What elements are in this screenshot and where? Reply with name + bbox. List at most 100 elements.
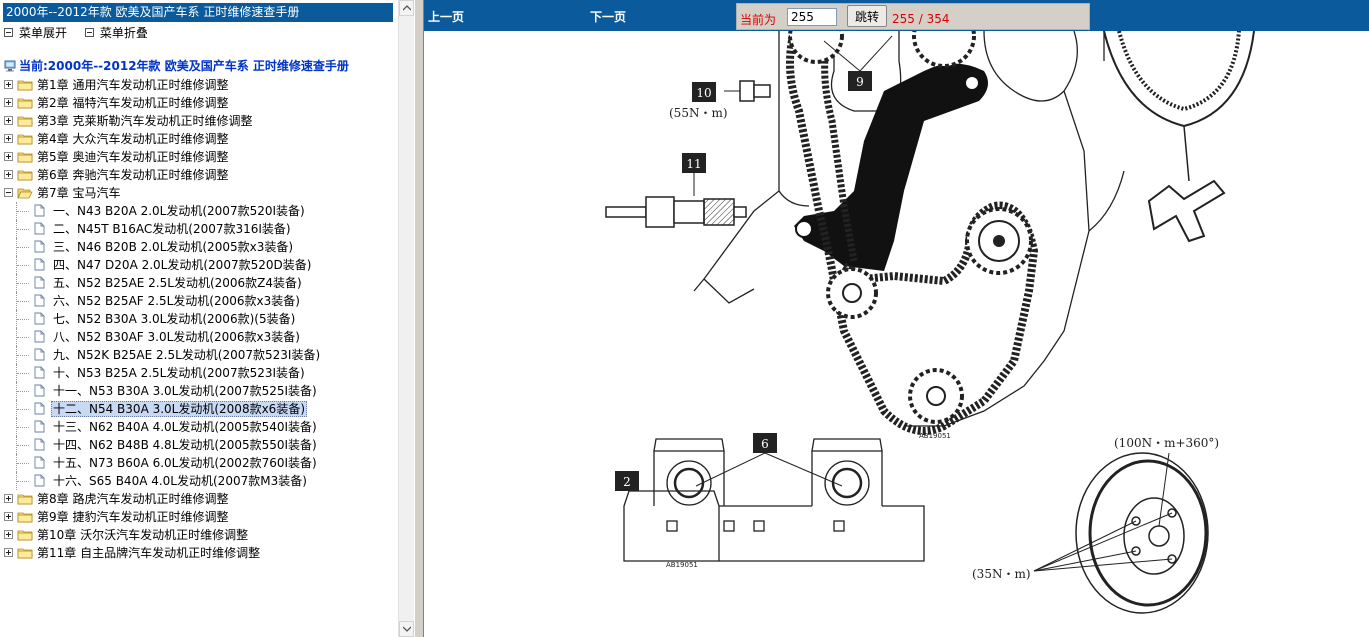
tree-item-label: 十三、N62 B40A 4.0L发动机(2005款540I装备) — [53, 420, 317, 434]
tree-item[interactable]: 五、N52 B25AE 2.5L发动机(2006款Z4装备) — [4, 274, 398, 292]
folder-icon — [17, 494, 33, 504]
document-icon — [34, 294, 45, 307]
tree-item[interactable]: 八、N52 B30AF 3.0L发动机(2006款x3装备) — [4, 328, 398, 346]
tree-item[interactable]: 二、N45T B16AC发动机(2007款316I装备) — [4, 220, 398, 238]
document-icon — [34, 366, 45, 379]
tree-item[interactable]: 十四、N62 B48B 4.8L发动机(2005款550I装备) — [4, 436, 398, 454]
tree-chapter[interactable]: 第5章 奥迪汽车发动机正时维修调整 — [4, 148, 398, 166]
expand-toggle-icon[interactable] — [4, 494, 13, 503]
expand-toggle-icon[interactable] — [4, 548, 13, 557]
tree-item[interactable]: 十一、N53 B30A 3.0L发动机(2007款525I装备) — [4, 382, 398, 400]
tree-chapter[interactable]: 第2章 福特汽车发动机正时维修调整 — [4, 94, 398, 112]
callout-box — [753, 433, 777, 453]
document-icon — [34, 438, 45, 451]
collapse-menu-button[interactable]: 菜单折叠 — [84, 26, 148, 40]
document-icon — [34, 348, 45, 361]
callout-11: 11 — [686, 157, 701, 171]
figure-code: AB19051 — [666, 561, 698, 569]
tree-item[interactable]: 十、N53 B25A 2.5L发动机(2007款523I装备) — [4, 364, 398, 382]
tree-chapter[interactable]: 第6章 奔驰汽车发动机正时维修调整 — [4, 166, 398, 184]
document-icon — [34, 312, 45, 325]
current-location[interactable]: 当前:2000年--2012年款 欧美及国产车系 正时维修速查手册 — [4, 58, 349, 74]
left-panel: 2000年--2012年款 欧美及国产车系 正时维修速查手册 菜单展开 菜单折叠… — [0, 0, 398, 637]
chapter-label: 第4章 大众汽车发动机正时维修调整 — [37, 132, 229, 146]
chapter-label: 第11章 自主品牌汽车发动机正时维修调整 — [37, 546, 261, 560]
tree-item[interactable]: 三、N46 B20B 2.0L发动机(2005款x3装备) — [4, 238, 398, 256]
folder-icon — [17, 152, 33, 162]
tree-item-label: 六、N52 B25AF 2.5L发动机(2006款x3装备) — [53, 294, 300, 308]
tree-item-label: 九、N52K B25AE 2.5L发动机(2007款523I装备) — [53, 348, 321, 362]
tree-chapter[interactable]: 第10章 沃尔沃汽车发动机正时维修调整 — [4, 526, 398, 544]
tree-item[interactable]: 十六、S65 B40A 4.0L发动机(2007款M3装备) — [4, 472, 398, 490]
page-navbar: 上一页 下一页 当前为 跳转 255 / 354 — [424, 0, 1369, 31]
page-number-input[interactable] — [787, 8, 837, 26]
callout-box — [682, 153, 706, 173]
torque-label-55: (55N・m) — [669, 106, 728, 120]
tree-item-label: 十一、N53 B30A 3.0L发动机(2007款525I装备) — [53, 384, 317, 398]
document-icon — [34, 240, 45, 253]
expand-toggle-icon[interactable] — [4, 116, 13, 125]
chevron-down-icon — [403, 626, 411, 632]
next-page-link[interactable]: 下一页 — [590, 10, 627, 24]
expand-menu-button[interactable]: 菜单展开 — [4, 26, 67, 40]
menu-controls: 菜单展开 菜单折叠 — [4, 26, 162, 40]
tree-item[interactable]: 四、N47 D20A 2.0L发动机(2007款520D装备) — [4, 256, 398, 274]
tree-item[interactable]: 六、N52 B25AF 2.5L发动机(2006款x3装备) — [4, 292, 398, 310]
tree-chapter[interactable]: 第4章 大众汽车发动机正时维修调整 — [4, 130, 398, 148]
jump-button[interactable]: 跳转 — [847, 5, 887, 27]
frame-splitter[interactable] — [414, 0, 424, 637]
callout-2: 2 — [623, 475, 631, 489]
tree-item[interactable]: 七、N52 B30A 3.0L发动机(2006款)(5装备) — [4, 310, 398, 328]
scroll-down-button[interactable] — [399, 621, 414, 637]
expand-toggle-icon[interactable] — [4, 512, 13, 521]
expand-toggle-icon[interactable] — [4, 152, 13, 161]
torque-label-100: (100N・m+360°) — [1114, 436, 1219, 450]
tree-chapter[interactable]: 第1章 通用汽车发动机正时维修调整 — [4, 76, 398, 94]
folder-icon — [17, 170, 33, 180]
callout-box — [615, 471, 639, 491]
sprocket-crank — [908, 368, 964, 424]
tree-item-label: 四、N47 D20A 2.0L发动机(2007款520D装备) — [53, 258, 312, 272]
collapse-toggle-icon[interactable] — [4, 188, 13, 197]
expand-toggle-icon[interactable] — [4, 80, 13, 89]
sprocket-middle — [826, 267, 878, 319]
crank-gear-detail — [1103, 31, 1255, 182]
folder-icon — [17, 80, 33, 90]
page-count: 255 / 354 — [892, 12, 950, 26]
tree-chapter[interactable]: 第3章 克莱斯勒汽车发动机正时维修调整 — [4, 112, 398, 130]
chapter-label: 第2章 福特汽车发动机正时维修调整 — [37, 96, 229, 110]
tree-item[interactable]: 十三、N62 B40A 4.0L发动机(2005款540I装备) — [4, 418, 398, 436]
current-location-label: 当前:2000年--2012年款 欧美及国产车系 正时维修速查手册 — [19, 59, 349, 73]
expand-toggle-icon[interactable] — [4, 530, 13, 539]
prev-page-link[interactable]: 上一页 — [428, 10, 465, 24]
callout-10: 10 — [696, 86, 711, 100]
callout-box — [848, 71, 872, 91]
timing-chain — [786, 31, 1039, 435]
expand-toggle-icon[interactable] — [4, 98, 13, 107]
collapse-square-icon — [84, 28, 94, 37]
tree-item[interactable]: 十五、N73 B60A 6.0L发动机(2002款760I装备) — [4, 454, 398, 472]
tree-chapter[interactable]: 第8章 路虎汽车发动机正时维修调整 — [4, 490, 398, 508]
tree-item[interactable]: 一、N43 B20A 2.0L发动机(2007款520I装备) — [4, 202, 398, 220]
tree-item-label: 十、N53 B25A 2.5L发动机(2007款523I装备) — [53, 366, 305, 380]
scroll-up-button[interactable] — [399, 0, 414, 16]
timing-chain-diagram: 10 (55N・m) 9 11 AB19051 — [605, 31, 1255, 614]
chapter-label: 第9章 捷豹汽车发动机正时维修调整 — [37, 510, 229, 524]
tree-item-label: 十二、N54 B30A 3.0L发动机(2008款x6装备) — [51, 401, 307, 417]
chapter-label: 第6章 奔驰汽车发动机正时维修调整 — [37, 168, 229, 182]
tree-item[interactable]: 九、N52K B25AE 2.5L发动机(2007款523I装备) — [4, 346, 398, 364]
tree-item[interactable]: 十二、N54 B30A 3.0L发动机(2008款x6装备) — [4, 400, 398, 418]
expand-toggle-icon[interactable] — [4, 134, 13, 143]
tree-chapter[interactable]: 第9章 捷豹汽车发动机正时维修调整 — [4, 508, 398, 526]
tree-chapter[interactable]: 第11章 自主品牌汽车发动机正时维修调整 — [4, 544, 398, 562]
expand-toggle-icon[interactable] — [4, 170, 13, 179]
engine-block-outline — [693, 31, 1125, 427]
document-icon — [34, 474, 45, 487]
chapter-label: 第3章 克莱斯勒汽车发动机正时维修调整 — [37, 114, 253, 128]
tree-item-label: 五、N52 B25AE 2.5L发动机(2006款Z4装备) — [53, 276, 302, 290]
tree-item-label: 七、N52 B30A 3.0L发动机(2006款)(5装备) — [53, 312, 296, 326]
tree-chapter[interactable]: 第7章 宝马汽车 — [4, 184, 398, 202]
chevron-up-icon — [403, 5, 411, 11]
left-scrollbar[interactable] — [398, 0, 414, 637]
document-icon — [34, 402, 45, 415]
